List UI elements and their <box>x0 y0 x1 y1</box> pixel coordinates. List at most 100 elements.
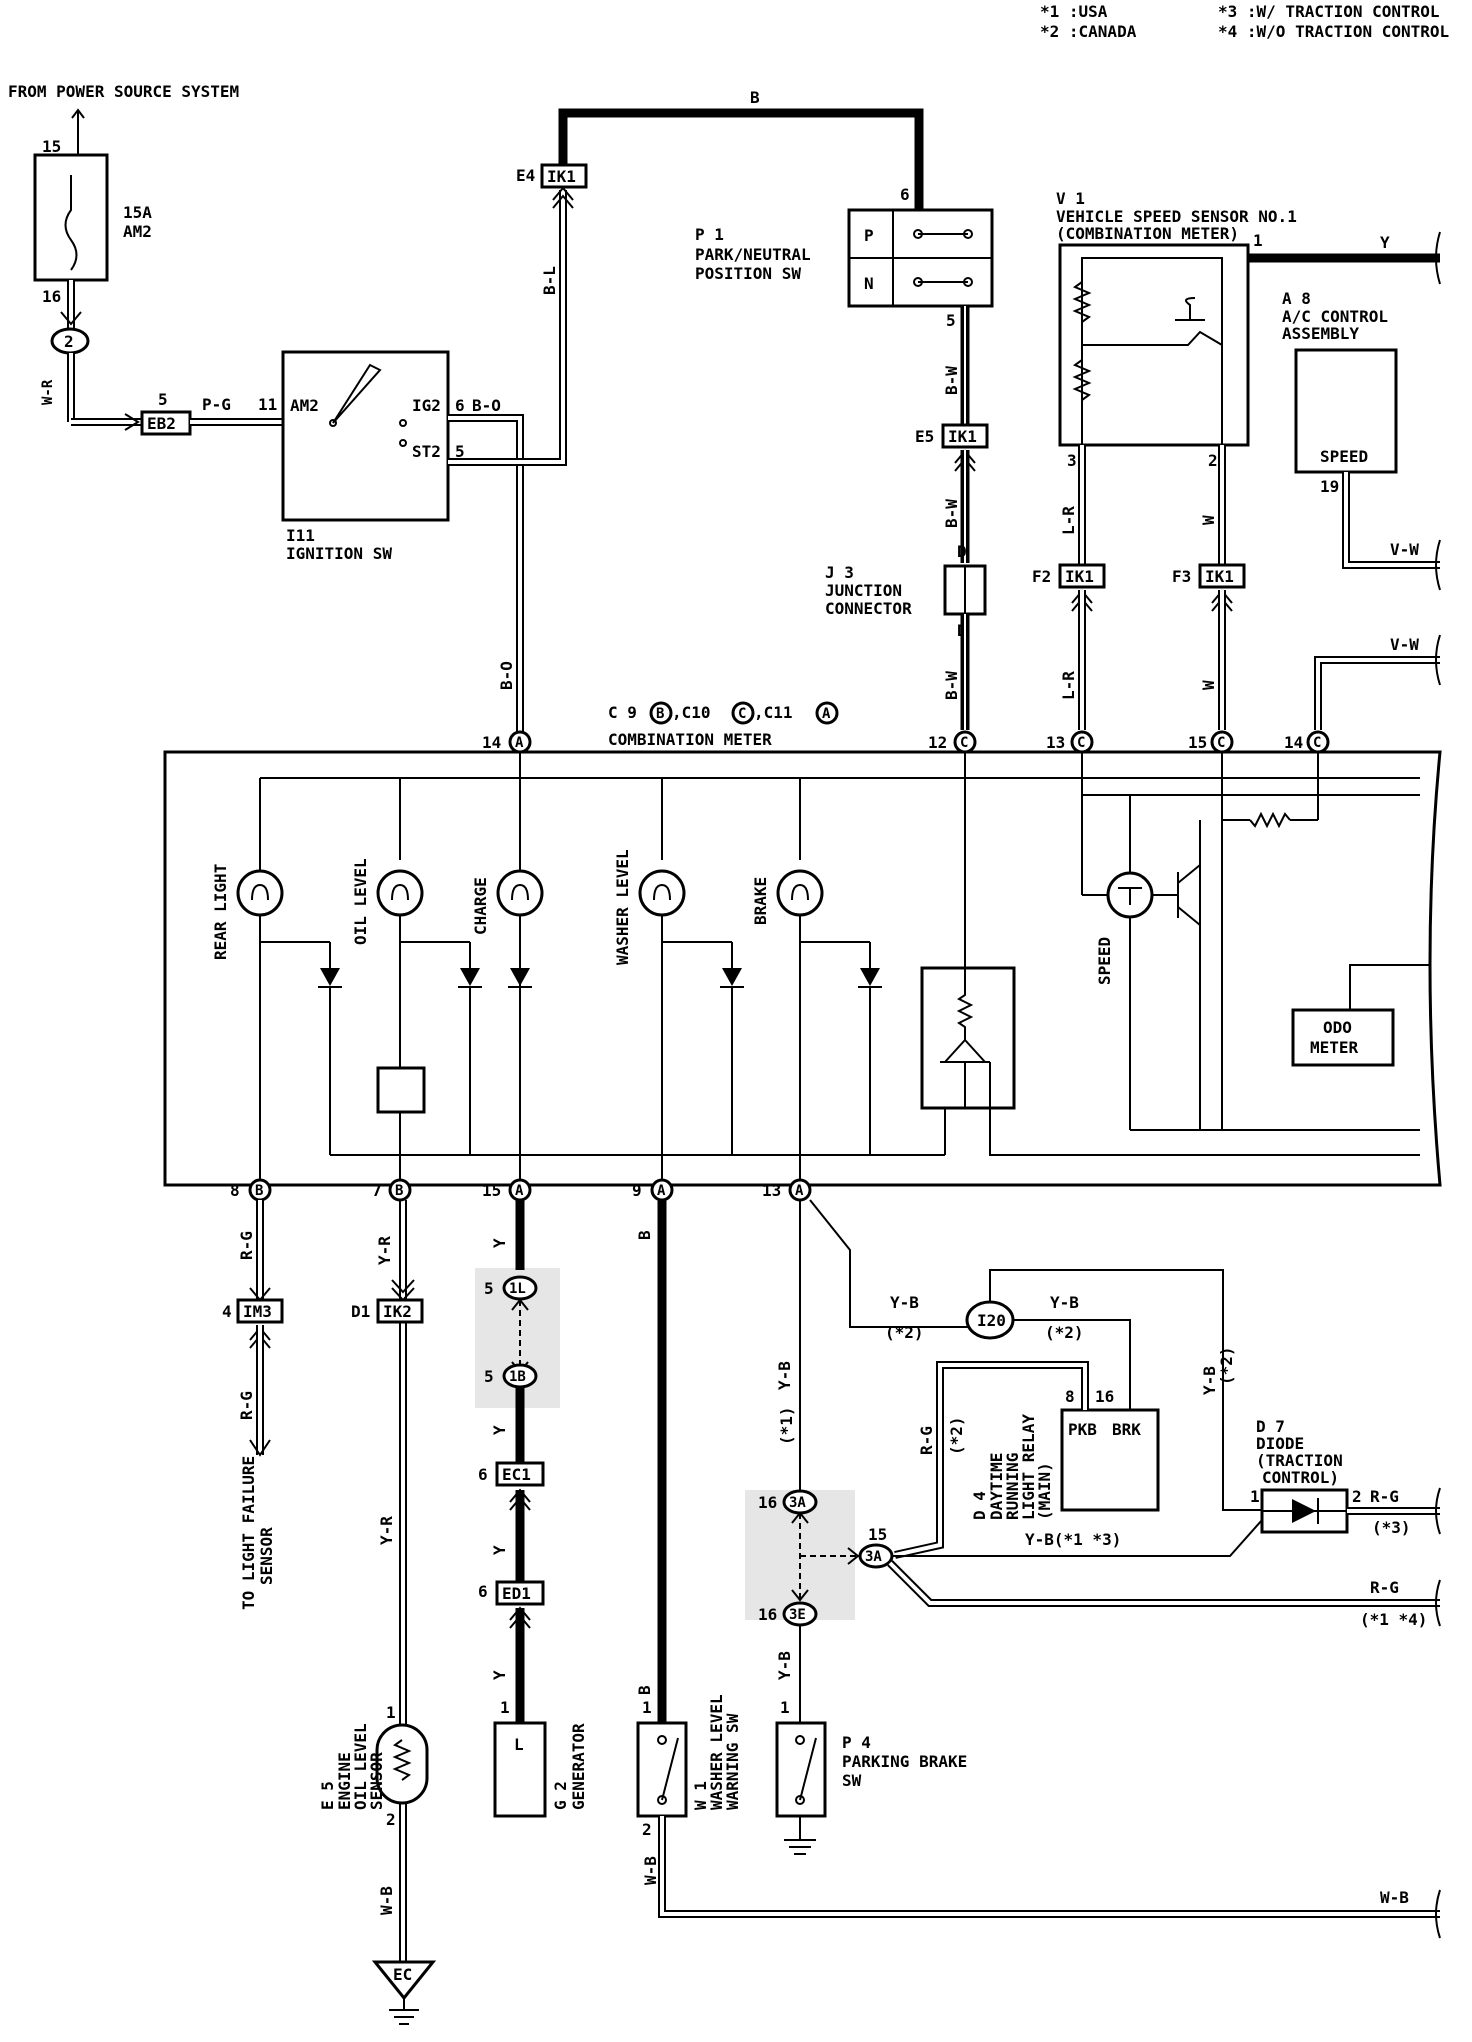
light-failure-branch: R-G 4 IM3 R-G TO LIGHT FAILURE SENSOR <box>222 1200 284 1610</box>
ac-name2: ASSEMBLY <box>1282 324 1359 343</box>
connector-i20-label: I20 <box>977 1311 1006 1330</box>
wire-y-1: Y <box>490 1238 509 1248</box>
meter-c11: ,C11 <box>754 703 793 722</box>
wire-b-top: B <box>750 88 760 107</box>
pin-7b-letter: B <box>395 1183 403 1199</box>
wire-wr: W-R <box>40 379 56 405</box>
speed-resistor-icon <box>1249 811 1291 829</box>
diode-washer-icon <box>720 942 744 1155</box>
gen-name: GENERATOR <box>569 1723 588 1810</box>
park-neutral-switch: 6 P N P 1 PARK/NEUTRAL POSITION SW 5 B-W… <box>695 185 994 563</box>
connector-ec1-label: EC1 <box>502 1465 531 1484</box>
rear-light-lamp-icon <box>236 869 284 917</box>
pin-14a-letter: A <box>515 735 524 751</box>
pin-15a: 15 <box>482 1181 501 1200</box>
wire-b-2: B <box>635 1685 654 1695</box>
gen-code: G 2 <box>551 1781 570 1810</box>
ac-control: A 8 A/C CONTROL ASSEMBLY SPEED 19 V-W V-… <box>1282 289 1441 730</box>
switch-pivot-icon <box>329 419 337 427</box>
wire-rg-1: R-G <box>237 1231 256 1260</box>
pin-7b: 7 <box>372 1181 382 1200</box>
pin-14c: 14 <box>1284 733 1303 752</box>
p4-pin: 1 <box>780 1698 790 1717</box>
label-charge: CHARGE <box>471 877 490 935</box>
label-brake: BRAKE <box>751 877 770 925</box>
wire-y-3: Y <box>490 1545 509 1555</box>
parking-brake-contact-icon <box>799 1737 817 1801</box>
connector-2-label: 2 <box>64 332 74 351</box>
charge-lamp-icon <box>496 869 544 917</box>
wire-wb-3: W-B <box>1380 1888 1409 1907</box>
connector-1l-label: 1L <box>509 1281 526 1297</box>
connector-ec1 <box>495 1461 545 1487</box>
legend-2: *2 :CANADA <box>1040 22 1137 41</box>
eos-pin1: 1 <box>386 1703 396 1722</box>
wire-y-2: Y <box>490 1425 509 1435</box>
wire-yb-right: Y-B <box>1200 1366 1219 1395</box>
fuse-pin-bot: 16 <box>42 287 61 306</box>
wire-yb-top: Y-B <box>890 1293 919 1312</box>
wire-yr-2: Y-R <box>377 1516 396 1545</box>
meter-c10-c: C <box>738 706 746 722</box>
wire-yb-r: Y-B <box>1050 1293 1079 1312</box>
label-speed: SPEED <box>1095 937 1114 985</box>
meter-body <box>163 750 1442 1187</box>
vss-resistor-1-icon <box>1072 281 1092 323</box>
d7-name2: (TRACTION <box>1256 1451 1343 1470</box>
park-pin-bot: 5 <box>946 311 956 330</box>
connector-ed1-label: ED1 <box>502 1584 531 1603</box>
pin-14c-letter: C <box>1313 735 1321 751</box>
wire-yb-top-note: (*2) <box>885 1323 924 1342</box>
vss-name2: (COMBINATION METER) <box>1056 224 1239 243</box>
d7-name1: DIODE <box>1256 1434 1304 1453</box>
meter-c9-b: B <box>656 706 664 722</box>
connector-im3-label: IM3 <box>243 1302 272 1321</box>
oil-level-lamp-icon <box>376 869 424 917</box>
park-name2: POSITION SW <box>695 264 801 283</box>
vss-pin3: 3 <box>1067 451 1077 470</box>
p4-name2: SW <box>842 1771 862 1790</box>
park-code: P 1 <box>695 225 724 244</box>
wire-wb-1: W-B <box>377 1886 396 1915</box>
im3-pin: 4 <box>222 1302 232 1321</box>
ac-pin: 19 <box>1320 477 1339 496</box>
wire-yr-1: Y-R <box>375 1236 394 1265</box>
meter-c9: C 9 <box>608 703 637 722</box>
jc-pin-top: D <box>957 542 967 561</box>
lfs-label-1: TO LIGHT FAILURE <box>239 1456 258 1610</box>
ground-ec-icon <box>371 1960 437 2001</box>
legend-4: *4 :W/O TRACTION CONTROL <box>1218 22 1449 41</box>
fuse-box <box>33 153 109 282</box>
wire-w-1: W <box>1199 515 1218 525</box>
st2-contact-icon <box>399 439 407 447</box>
d4-name2: RUNNING <box>1003 1453 1022 1520</box>
speed-transistor-icon <box>1152 864 1201 926</box>
connector-ik1-f2-label: IK1 <box>1065 567 1094 586</box>
ignition-body <box>281 350 450 522</box>
connector-ik1-f3-label: IK1 <box>1205 567 1234 586</box>
wire-lr-2: L-R <box>1059 671 1078 700</box>
ign-am2: AM2 <box>290 396 319 415</box>
wire-rg-low-note: (*1 *4) <box>1360 1610 1427 1629</box>
pulse-resistor-icon <box>956 968 974 1040</box>
wire-vw-2: V-W <box>1390 635 1419 654</box>
wire-bw-3: B-W <box>942 671 961 700</box>
wire-rg-d7: R-G <box>1370 1487 1399 1506</box>
pin-9a-letter: A <box>657 1183 666 1199</box>
connector-ed1 <box>495 1580 545 1606</box>
vehicle-speed-sensor: V 1 VEHICLE SPEED SENSOR NO.1 (COMBINATI… <box>1032 189 1441 730</box>
eos-name3: SENSOR <box>367 1752 386 1810</box>
vss-code: V 1 <box>1056 189 1085 208</box>
pin-15a-letter: A <box>515 1183 524 1199</box>
wire-lr-1: L-R <box>1059 506 1078 535</box>
lfs-label-2: SENSOR <box>257 1527 276 1585</box>
c1l-pin: 5 <box>484 1279 494 1298</box>
meter-c10: ,C10 <box>672 703 711 722</box>
vss-name1: VEHICLE SPEED SENSOR NO.1 <box>1056 207 1297 226</box>
label-washer-level: WASHER LEVEL <box>613 849 632 965</box>
ign-ig2: IG2 <box>412 396 441 415</box>
wire-y-vss: Y <box>1380 233 1390 252</box>
pulse-circuit-box <box>920 966 1016 1110</box>
